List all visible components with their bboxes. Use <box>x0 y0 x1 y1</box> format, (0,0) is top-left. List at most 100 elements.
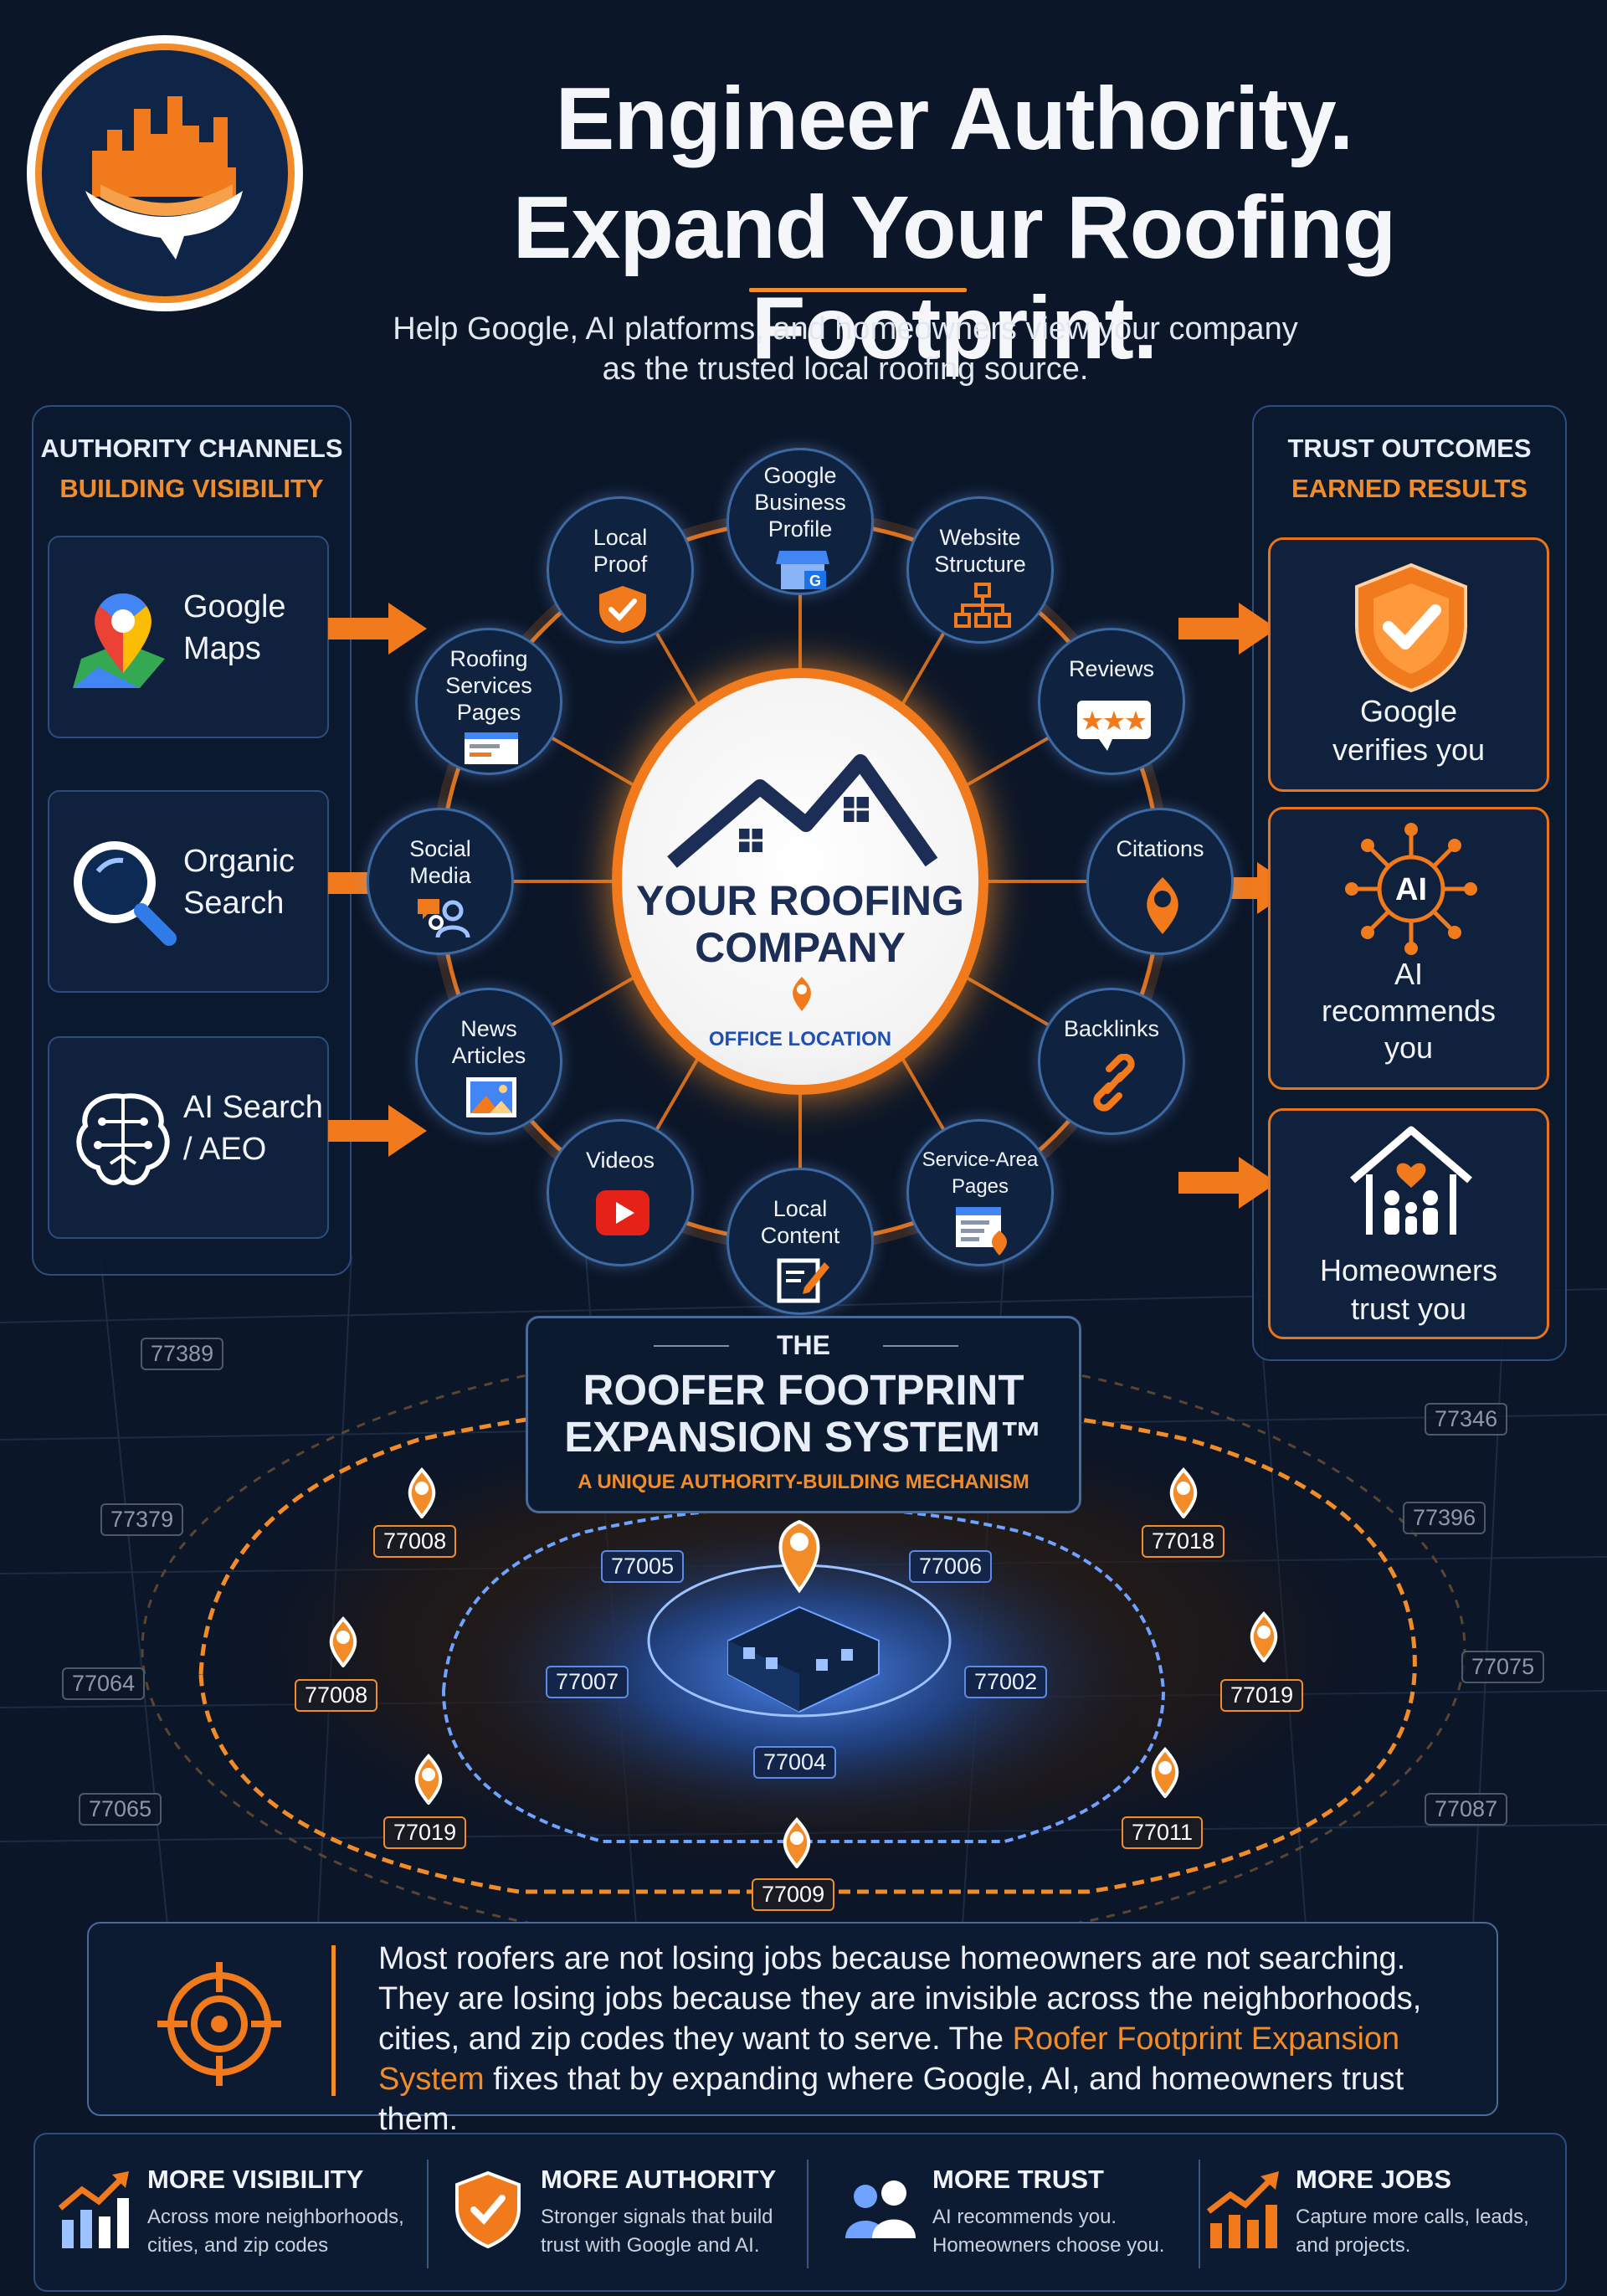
trust-outcomes-heading: TRUST OUTCOMES EARNED RESULTS <box>1252 429 1567 509</box>
panel-heading-line1: TRUST OUTCOMES <box>1287 434 1532 463</box>
channel-card-ai-search[interactable]: AI Search / AEO <box>48 1036 329 1239</box>
node-label: Reviews <box>1068 656 1155 681</box>
zip-label: 77004 <box>753 1746 837 1779</box>
office-building-icon <box>727 1605 880 1713</box>
page-title-line2: Expand Your Roofing Footprint. <box>512 178 1397 378</box>
growth-arrow-icon <box>1206 2171 1279 2248</box>
system-title-line1: ROOFER FOOTPRINT <box>583 1366 1024 1414</box>
zip-label: 77018 <box>1142 1525 1225 1558</box>
system-the: THE <box>777 1330 830 1360</box>
zip-label: 77346 <box>1425 1403 1508 1436</box>
company-name-line2: COMPANY <box>695 924 906 971</box>
divider <box>883 1345 958 1347</box>
message-part1: Most roofers are not losing jobs because… <box>378 1941 1422 2057</box>
arrow-right-icon <box>328 1105 427 1157</box>
zip-label: 77008 <box>373 1525 457 1558</box>
feature-more-visibility: MORE VISIBILITY Across more neighborhood… <box>35 2134 416 2290</box>
sitemap-icon <box>954 583 1011 628</box>
channel-label: Google Maps <box>183 589 286 666</box>
feature-desc: Capture more calls, leads, and projects. <box>1296 2206 1529 2257</box>
system-name-highlight: Roofer Footprint Expansion System <box>378 2021 1400 2097</box>
node-reviews[interactable]: Reviews <box>1038 628 1185 775</box>
message-text: Most roofers are not losing jobs because… <box>378 1939 1483 2139</box>
shield-check-icon <box>1355 562 1467 693</box>
node-label: Citations <box>1116 836 1204 861</box>
node-citations[interactable]: Citations <box>1086 808 1234 955</box>
zip-label: 77005 <box>601 1550 685 1583</box>
outcome-label-line1: AI <box>1394 957 1423 991</box>
zip-label: 77006 <box>909 1550 993 1583</box>
magnifier-icon <box>74 841 177 946</box>
subtitle-line1: Help Google, AI platforms, and homeowner… <box>393 311 1298 347</box>
feature-desc: Across more neighborhoods, cities, and z… <box>147 2206 404 2257</box>
badge-check-icon <box>599 586 646 633</box>
map-pin-icon <box>783 1817 811 1868</box>
arrow-right-icon <box>1178 1157 1277 1209</box>
outcome-label-line2: recommends <box>1321 994 1497 1028</box>
node-label: Videos <box>585 1148 655 1173</box>
channel-label: Organic Search <box>183 844 295 921</box>
node-videos[interactable]: Videos <box>547 1119 694 1266</box>
target-icon <box>157 1962 281 2086</box>
play-icon <box>596 1190 649 1235</box>
system-title-line2: EXPANSION SYSTEM™ <box>564 1413 1043 1461</box>
node-backlinks[interactable]: Backlinks <box>1038 988 1185 1135</box>
company-name: YOUR ROOFING COMPANY <box>622 877 978 971</box>
feature-desc: Stronger signals that build trust with G… <box>541 2206 773 2257</box>
family-house-icon <box>1350 1126 1472 1235</box>
outcome-card-ai[interactable]: AI AI recommends you <box>1268 807 1549 1090</box>
divider <box>427 2160 429 2268</box>
brain-icon <box>76 1093 170 1185</box>
feature-title: MORE JOBS <box>1296 2165 1452 2194</box>
divider <box>1199 2160 1200 2268</box>
arrow-right-icon <box>1178 603 1277 655</box>
stars-icon <box>1077 701 1151 751</box>
zip-label: 77008 <box>295 1679 378 1712</box>
title-underline <box>749 288 967 292</box>
node-label: Backlinks <box>1063 1016 1160 1041</box>
people-chat-icon <box>418 899 470 938</box>
office-location-caption: OFFICE LOCATION <box>708 1028 892 1050</box>
page-pin-icon <box>956 1207 1007 1256</box>
zip-label: 77396 <box>1403 1502 1486 1534</box>
map-pin-icon <box>1250 1611 1278 1662</box>
company-center-badge[interactable]: YOUR ROOFING COMPANY OFFICE LOCATION <box>612 668 988 1095</box>
ai-network-icon: AI <box>1345 823 1477 955</box>
outcome-label-line2: trust you <box>1350 1292 1467 1326</box>
zip-label: 77379 <box>100 1503 184 1536</box>
channel-card-organic-search[interactable]: Organic Search <box>48 790 329 993</box>
divider <box>654 1345 729 1347</box>
channel-card-google-maps[interactable]: Google Maps <box>48 536 329 738</box>
svg-text:AI: AI <box>1395 872 1427 907</box>
webpage-icon <box>465 732 518 764</box>
footprint-system-box: THE ROOFER FOOTPRINT EXPANSION SYSTEM™ A… <box>526 1316 1081 1513</box>
outcome-card-homeowners[interactable]: Homeowners trust you <box>1268 1108 1549 1339</box>
divider <box>807 2160 809 2268</box>
outcome-card-google[interactable]: Google verifies you <box>1268 537 1549 792</box>
growth-chart-icon <box>58 2171 129 2248</box>
edit-icon <box>777 1258 829 1303</box>
feature-desc: AI recommends you. Homeowners choose you… <box>932 2206 1165 2257</box>
zip-label: 77065 <box>79 1793 162 1826</box>
zip-label: 77087 <box>1425 1793 1508 1826</box>
location-icon <box>1147 877 1178 934</box>
map-pin-icon <box>73 593 165 688</box>
users-icon <box>845 2180 916 2238</box>
panel-heading-line2: EARNED RESULTS <box>1291 474 1527 503</box>
map-pin-icon <box>414 1754 443 1805</box>
message-box: Most roofers are not losing jobs because… <box>87 1922 1498 2137</box>
storefront-icon: G <box>776 551 829 589</box>
